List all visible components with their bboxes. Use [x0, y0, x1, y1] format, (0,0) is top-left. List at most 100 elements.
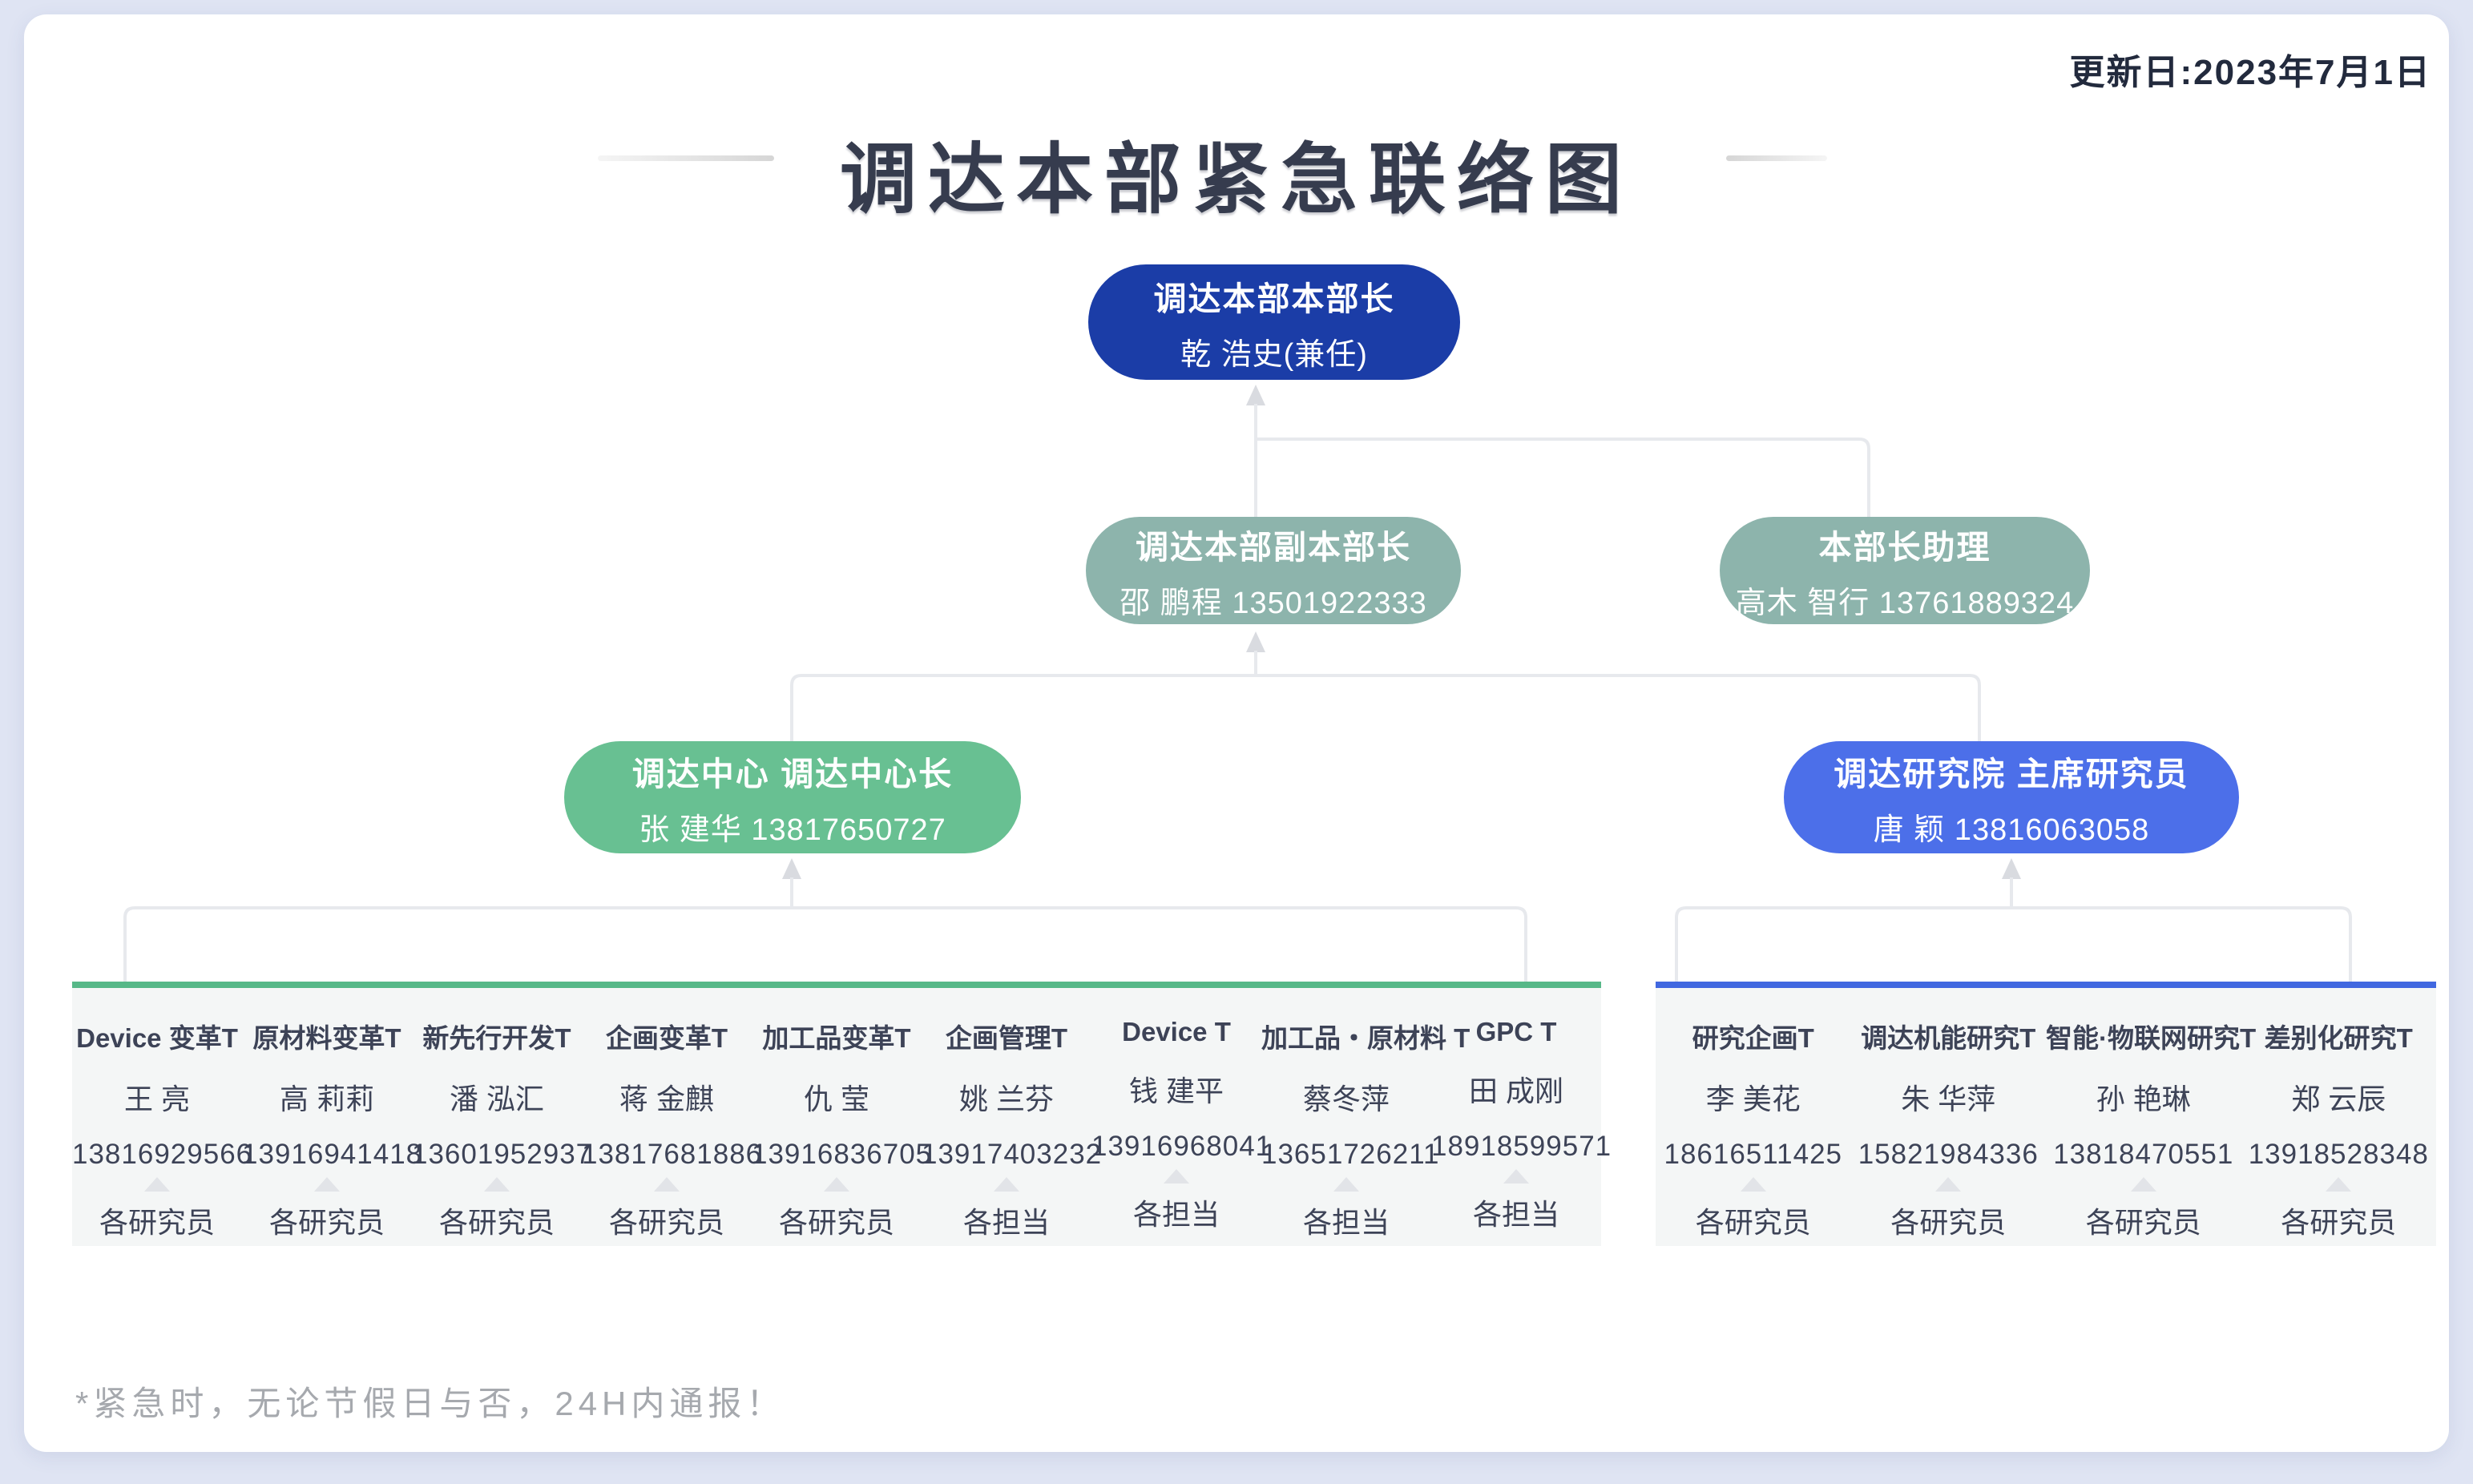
team-leader-name: 蔡冬萍	[1302, 1083, 1390, 1115]
team-members-label: 各研究员	[1695, 1206, 1811, 1239]
team-members-label: 各研究员	[99, 1206, 215, 1239]
team-card: 调达机能研究T 朱 华萍 15821984336 各研究员	[1851, 988, 2047, 1246]
team-leader-name: 孙 艳琳	[2096, 1083, 2191, 1115]
team-leader-name: 仇 莹	[803, 1083, 869, 1115]
team-members-label: 各研究员	[778, 1206, 894, 1239]
research-institute-teams-panel: 研究企画T 李 美花 18616511425 各研究员 调达机能研究T 朱 华萍 15821…	[1656, 982, 2436, 1246]
org-box-title: 调达本部本部长	[1153, 280, 1395, 317]
team-card: 研究企画T 李 美花 18616511425 各研究员	[1656, 988, 1851, 1246]
org-box-procurement-center-head: 调达中心 调达中心长 张 建华 13817650727	[564, 741, 1021, 853]
team-phone-number: 18918599571	[1431, 1131, 1612, 1162]
team-card: Device T 钱 建平 13916968041 各担当	[1091, 988, 1273, 1246]
page-title: 调达本部紧急联络图	[840, 137, 1633, 223]
contact-chart-card: 更新日:2023年7月1日 调达本部紧急联络图 调达本部本部长 乾 浩史(兼任)…	[24, 14, 2449, 1452]
team-leader-name: 田 成刚	[1468, 1075, 1563, 1107]
org-box-person: 高木 智行 13761889324	[1735, 586, 2075, 620]
team-name: 企画管理T	[945, 1023, 1068, 1053]
team-members-label: 各研究员	[268, 1206, 385, 1239]
team-name: 智能·物联网研究T	[2046, 1023, 2257, 1053]
up-arrow-icon	[1935, 1177, 1962, 1192]
up-arrow-icon	[144, 1177, 170, 1192]
team-phone-number: 13818470551	[2053, 1139, 2234, 1170]
up-arrow-icon	[2326, 1177, 2352, 1192]
org-box-research-institute-chief: 调达研究院 主席研究员 唐 颖 13816063058	[1784, 741, 2239, 853]
team-name: Device 变革T	[76, 1023, 238, 1053]
update-date: 更新日:2023年7月1日	[2069, 53, 2431, 92]
team-members-label: 各担当	[1472, 1198, 1559, 1231]
team-members-label: 各担当	[1132, 1198, 1220, 1231]
team-phone-number: 13916941418	[242, 1139, 423, 1170]
team-name: 企画变革T	[605, 1023, 728, 1053]
team-name: 研究企画T	[1692, 1023, 1814, 1053]
team-name: GPC T	[1475, 1017, 1557, 1046]
team-members-label: 各研究员	[2085, 1206, 2201, 1239]
team-card: GPC T 田 成刚 18918599571 各担当	[1431, 988, 1612, 1246]
team-leader-name: 王 亮	[123, 1083, 190, 1115]
team-phone-number: 13816929566	[72, 1139, 253, 1170]
team-phone-number: 13916968041	[1091, 1131, 1273, 1162]
team-phone-number: 15821984336	[1858, 1139, 2039, 1170]
org-box-title: 调达本部副本部长	[1136, 528, 1411, 566]
team-leader-name: 钱 建平	[1128, 1075, 1224, 1107]
team-name: 调达机能研究T	[1861, 1023, 2036, 1053]
org-box-director-assistant: 本部长助理 高木 智行 13761889324	[1720, 517, 2090, 624]
up-arrow-icon	[824, 1177, 849, 1192]
connector-arrow	[2002, 858, 2021, 879]
team-phone-number: 13916836705	[752, 1139, 933, 1170]
team-card: 原材料变革T 高 莉莉 13916941418 各研究员	[242, 988, 423, 1246]
emergency-footnote: *紧急时，无论节假日与否，24H内通报！	[75, 1385, 785, 1422]
team-phone-number: 13817681886	[582, 1139, 763, 1170]
up-arrow-icon	[314, 1177, 340, 1192]
up-arrow-icon	[654, 1177, 680, 1192]
team-members-label: 各研究员	[608, 1206, 724, 1239]
org-box-hq-director: 调达本部本部长 乾 浩史(兼任)	[1088, 264, 1460, 380]
team-members-label: 各担当	[962, 1206, 1050, 1239]
title-ornament-right	[1726, 155, 1827, 161]
team-card: 加工品变革T 仇 莹 13916836705 各研究员	[752, 988, 933, 1246]
connector-arrow	[782, 858, 801, 879]
up-arrow-icon	[1164, 1169, 1189, 1184]
up-arrow-icon	[994, 1177, 1019, 1192]
team-leader-name: 蒋 金麒	[619, 1083, 714, 1115]
up-arrow-icon	[1740, 1177, 1766, 1192]
team-card: Device 变革T 王 亮 13816929566 各研究员	[72, 988, 253, 1246]
team-name: 加工品・原材料 T	[1261, 1023, 1470, 1053]
team-leader-name: 郑 云辰	[2291, 1083, 2386, 1115]
team-leader-name: 李 美花	[1705, 1083, 1801, 1115]
org-box-title: 本部长助理	[1818, 528, 1991, 566]
team-leader-name: 姚 兰芬	[958, 1083, 1054, 1115]
up-arrow-icon	[1503, 1169, 1529, 1184]
team-leader-name: 朱 华萍	[1901, 1083, 1996, 1115]
team-phone-number: 13651726211	[1261, 1139, 1440, 1170]
team-card: 企画变革T 蒋 金麒 13817681886 各研究员	[582, 988, 763, 1246]
team-members-label: 各研究员	[438, 1206, 555, 1239]
team-phone-number: 13601952937	[412, 1139, 593, 1170]
org-box-deputy-director: 调达本部副本部长 邵 鹏程 13501922333	[1086, 517, 1461, 624]
team-name: 原材料变革T	[252, 1023, 401, 1053]
team-phone-number: 18616511425	[1664, 1139, 1843, 1170]
procurement-center-teams-panel: Device 变革T 王 亮 13816929566 各研究员 原材料变革T 高 莉莉 13…	[72, 982, 1612, 1246]
team-leader-name: 潘 泓汇	[449, 1083, 544, 1115]
title-ornament-left	[598, 155, 774, 161]
team-name: 加工品变革T	[762, 1023, 911, 1053]
team-members-label: 各研究员	[1890, 1206, 2007, 1239]
team-card: 加工品・原材料 T 蔡冬萍 13651726211 各担当	[1261, 988, 1470, 1246]
connector-arrow	[1246, 631, 1265, 652]
team-card: 智能·物联网研究T 孙 艳琳 13818470551 各研究员	[2046, 988, 2257, 1246]
org-box-person: 唐 颖 13816063058	[1873, 813, 2150, 847]
team-name: 差别化研究T	[2264, 1023, 2413, 1053]
up-arrow-icon	[1333, 1177, 1359, 1192]
up-arrow-icon	[484, 1177, 510, 1192]
team-name: Device T	[1122, 1017, 1231, 1046]
org-box-person: 张 建华 13817650727	[639, 813, 946, 847]
team-phone-number: 13918528348	[2248, 1139, 2429, 1170]
team-name: 新先行开发T	[422, 1023, 571, 1053]
org-box-person: 乾 浩史(兼任)	[1180, 337, 1368, 372]
team-members-label: 各担当	[1302, 1206, 1390, 1239]
org-box-title: 调达研究院 主席研究员	[1834, 755, 2189, 792]
up-arrow-icon	[2130, 1177, 2156, 1192]
org-box-person: 邵 鹏程 13501922333	[1120, 586, 1427, 620]
team-leader-name: 高 莉莉	[279, 1083, 374, 1115]
